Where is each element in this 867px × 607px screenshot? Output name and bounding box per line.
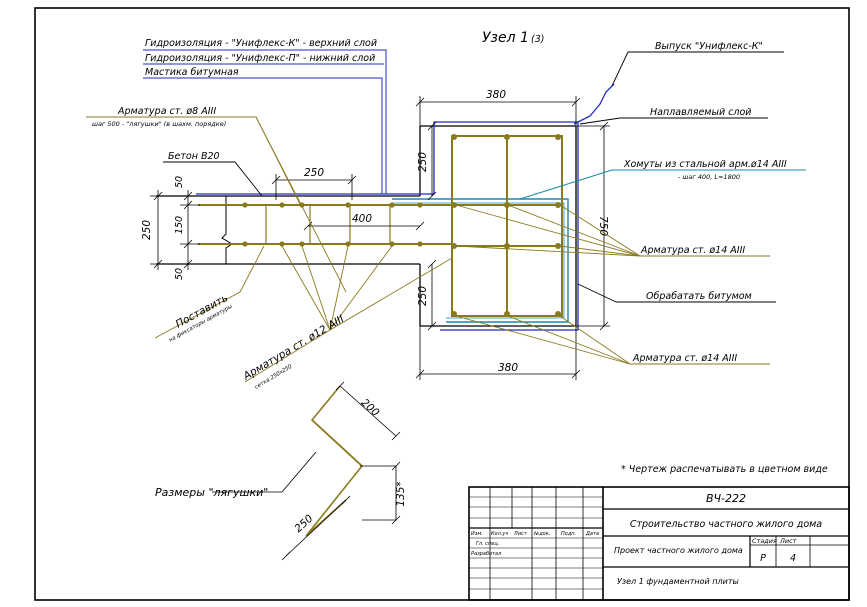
dim-step-400: 400	[352, 213, 372, 225]
label-mastic: Мастика битумная	[145, 67, 239, 78]
label-waterproof-top: Гидроизоляция - "Унифлекс-К" - верхний с…	[145, 38, 377, 49]
label-concrete: Бетон B20	[168, 151, 220, 162]
leader-cyan	[519, 169, 806, 200]
dim-slab-150: 150	[174, 216, 185, 234]
frog-detail	[212, 381, 401, 561]
frog-dim-135: 135*	[395, 481, 407, 506]
label-release: Выпуск "Унифлекс-К"	[655, 41, 763, 52]
tb-header-change: Изм.	[471, 531, 483, 537]
dim-top-380: 380	[486, 89, 506, 101]
frog-dim-200: 200	[359, 397, 382, 420]
tb-header-qty: Кол.уч	[491, 531, 508, 537]
tb-header-sheet: Лист	[513, 531, 528, 537]
label-bitumen: Обрабатать битумом	[646, 291, 752, 302]
dim-upper-250: 250	[417, 152, 429, 172]
dim-slab-50-bottom: 50	[174, 268, 185, 280]
title-block	[468, 486, 850, 601]
label-clamps-note: - шаг 400, L=1800	[678, 173, 740, 181]
tb-header-date: Дата	[585, 531, 599, 537]
dim-slab-250: 250	[141, 220, 153, 240]
dim-bottom-380: 380	[498, 362, 518, 374]
rebar-dots	[242, 134, 561, 317]
dim-slab-50-top: 50	[174, 176, 185, 188]
print-note: * Чертеж распечатывать в цветном виде	[621, 464, 828, 475]
sheet-frame	[34, 7, 850, 601]
waterproofing-lines	[196, 83, 615, 331]
label-clamps: Хомуты из стальной арм.ø14 AIII	[623, 159, 787, 170]
tb-doc-code: ВЧ-222	[706, 492, 746, 505]
tb-role-developer: Разработал	[471, 551, 502, 557]
label-waterproof-bottom: Гидроизоляция - "Унифлекс-П" - нижний сл…	[145, 53, 375, 64]
leaders-black	[163, 51, 784, 303]
dim-lower-250: 250	[417, 286, 429, 306]
leaders-olive	[86, 116, 770, 383]
dim-right-750: 750	[597, 216, 609, 236]
label-rebar-14-b: Арматура ст. ø14 AIII	[632, 353, 737, 364]
dim-step-250: 250	[304, 167, 324, 179]
tb-header-sign: Подп.	[561, 531, 576, 537]
label-rebar-14-a: Арматура ст. ø14 AIII	[640, 245, 745, 256]
tb-sheet-label: Лист	[779, 537, 797, 545]
leaders-blue	[143, 49, 387, 194]
tb-stage-label: Стадия	[752, 537, 777, 545]
tb-stage-value: Р	[760, 553, 766, 564]
label-frog-sizes: Размеры "лягушки"	[155, 486, 268, 499]
label-rebar-8: Арматура ст. ø8 AIII	[117, 106, 216, 117]
tb-sheet-value: 4	[790, 553, 796, 564]
label-fused-layer: Наплавляемый слой	[650, 107, 751, 118]
tb-header-doc: №док.	[533, 531, 550, 537]
label-rebar-8-note: шаг 500 - "лягушки" (в шахм. порядке)	[92, 120, 226, 128]
tb-drawing: Узел 1 фундаментной плиты	[617, 577, 739, 586]
tb-project: Строительство частного жилого дома	[630, 519, 822, 530]
node-title: Узел 1	[482, 30, 529, 46]
tb-object: Проект частного жилого дома	[614, 546, 743, 555]
tb-role-chief: Гл. спец.	[476, 541, 499, 547]
node-sheet-ref: (3)	[531, 34, 544, 45]
dimension-lines	[150, 96, 610, 380]
clamp-outline	[392, 198, 569, 323]
label-rebar-12: Арматура ст. ø12 AIII	[241, 313, 347, 383]
